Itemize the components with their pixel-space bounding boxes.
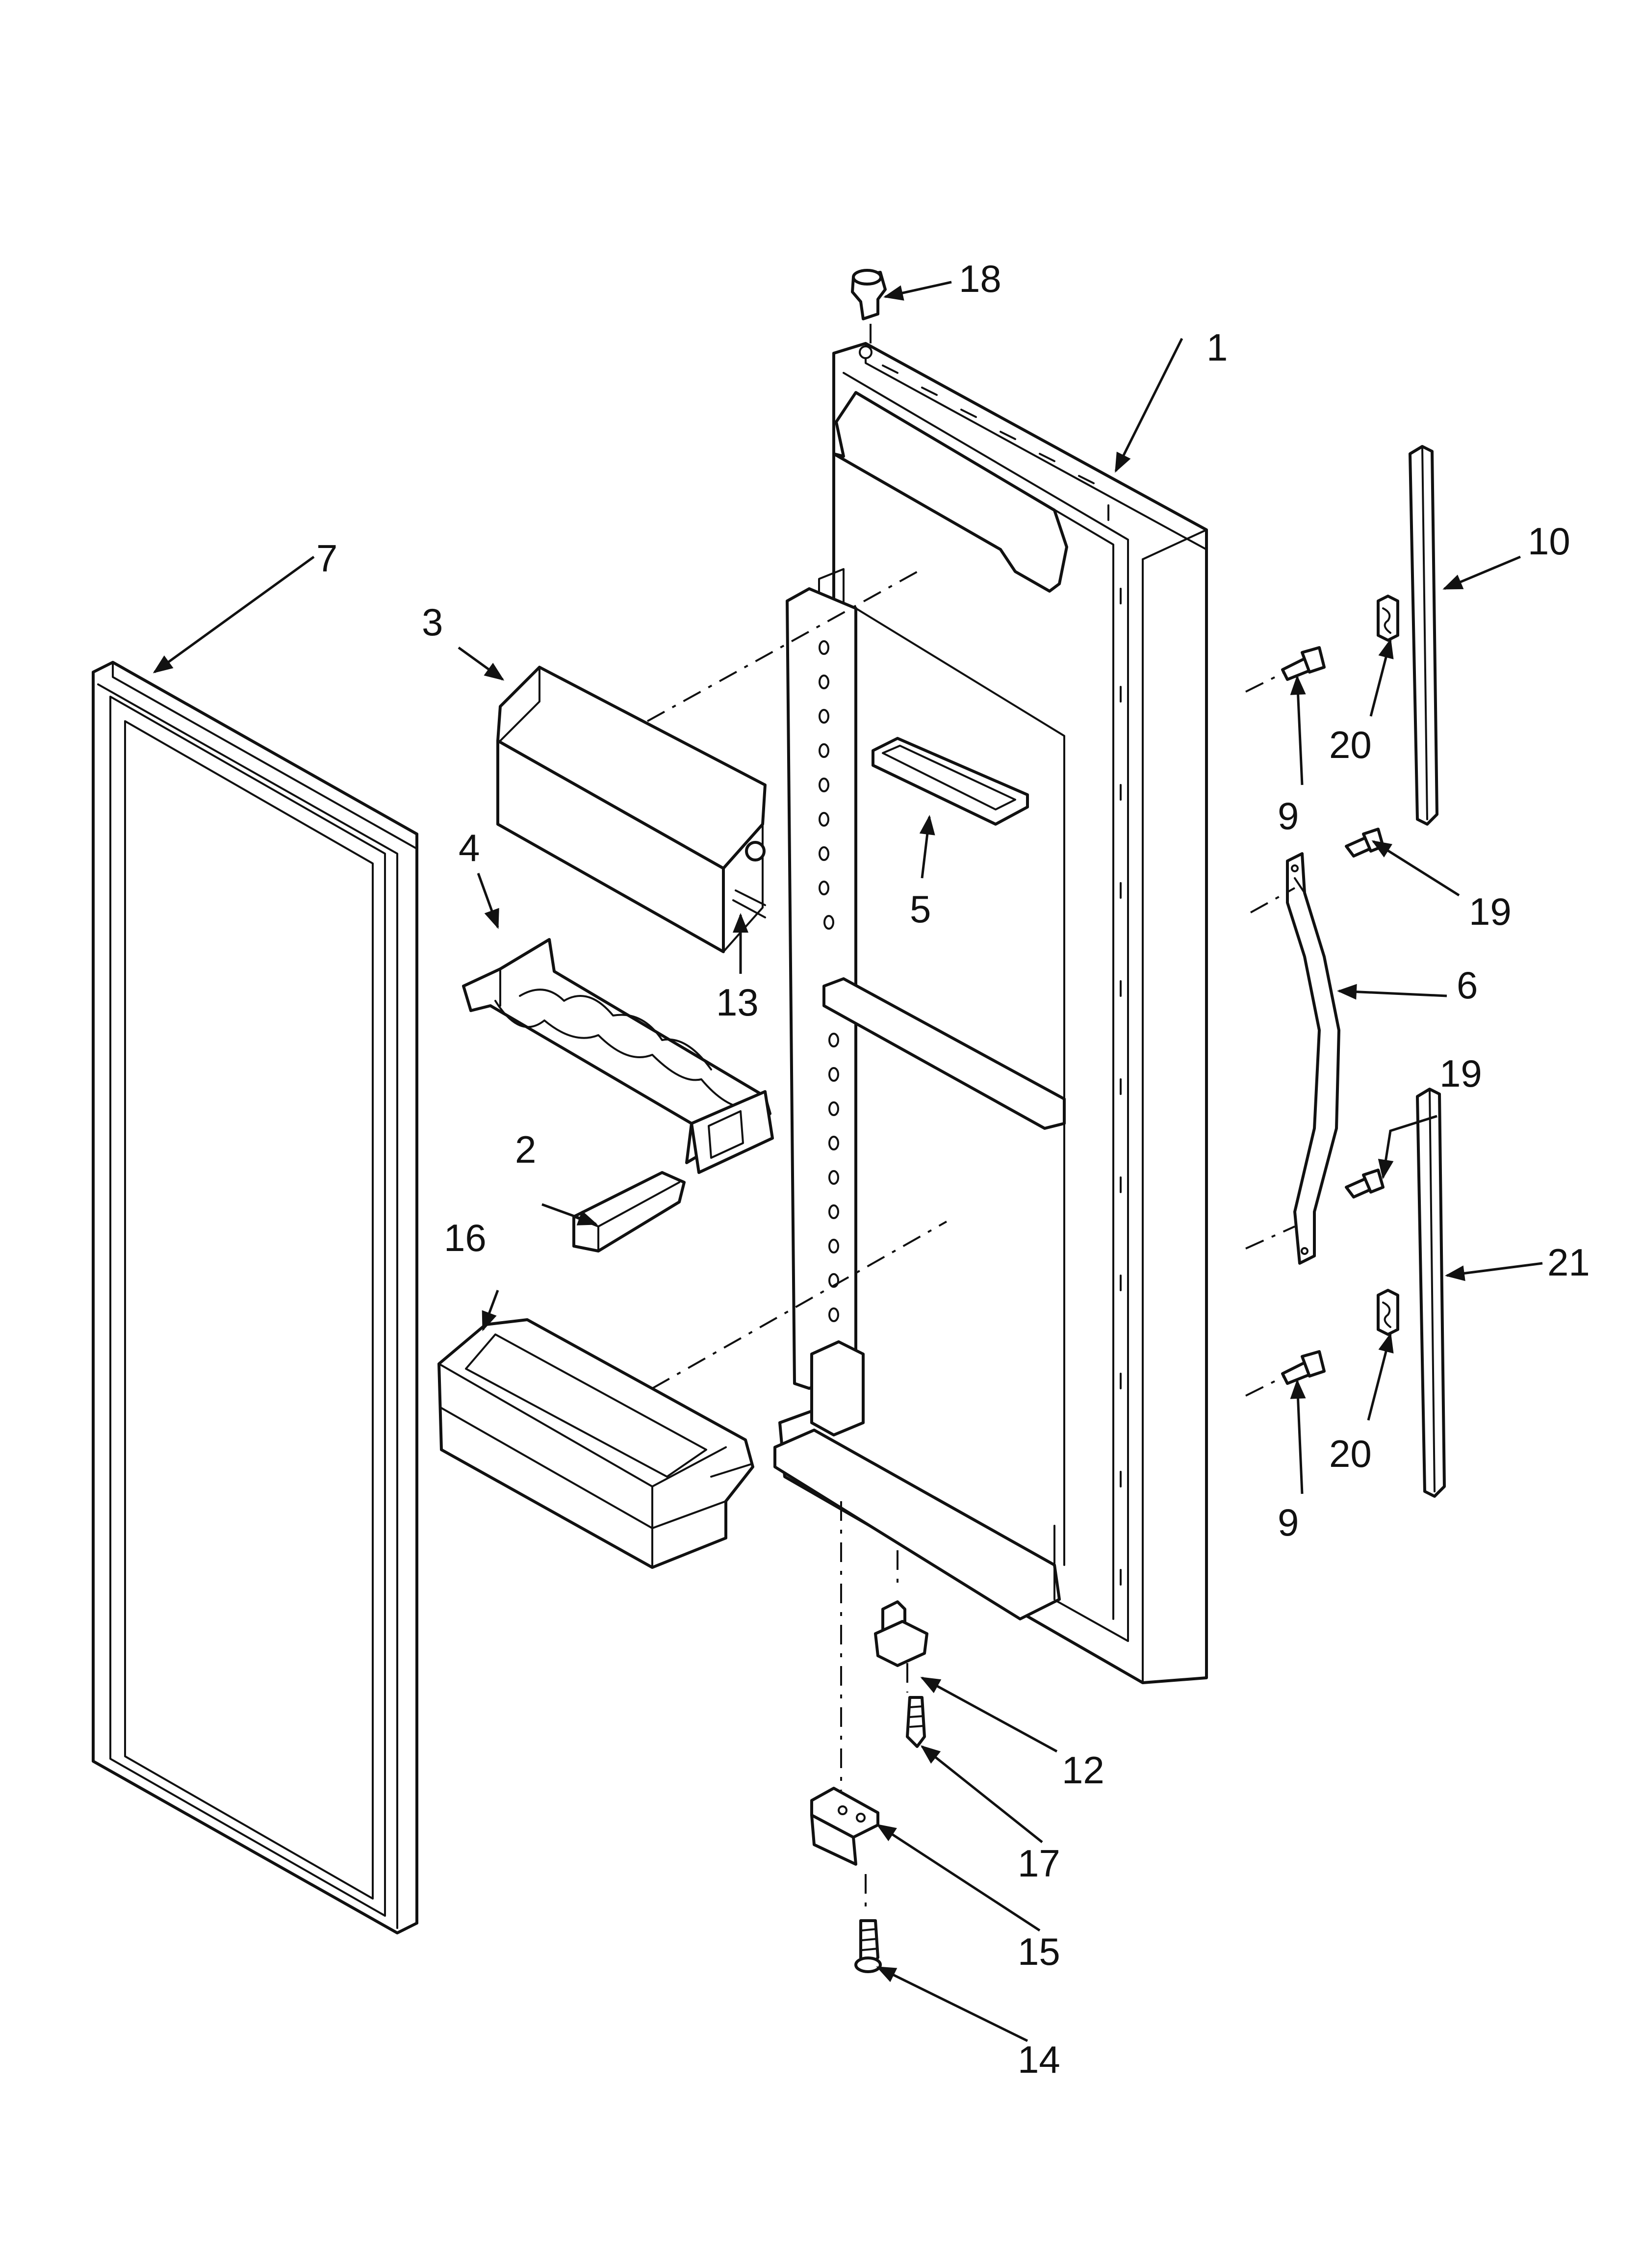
handle-screw-upper bbox=[1345, 828, 1385, 858]
callout-6: 6 bbox=[1457, 964, 1478, 1007]
callout-16: 16 bbox=[444, 1216, 487, 1259]
callout-9-lower: 9 bbox=[1278, 1501, 1299, 1544]
callout-20-upper: 20 bbox=[1329, 723, 1372, 766]
callout-14: 14 bbox=[1018, 2038, 1060, 2081]
callout-17: 17 bbox=[1018, 1842, 1060, 1885]
callout-10: 10 bbox=[1528, 520, 1570, 563]
shelf-retainer-clip bbox=[572, 1171, 686, 1252]
callout-1: 1 bbox=[1206, 326, 1228, 369]
door-handle bbox=[1245, 852, 1340, 1265]
handle-screw-lower bbox=[1345, 1169, 1385, 1199]
callout-9-upper: 9 bbox=[1278, 794, 1299, 837]
callout-leaders bbox=[153, 281, 1543, 2042]
bracket-screw bbox=[854, 1919, 882, 1973]
egg-tray bbox=[462, 938, 774, 1174]
callout-19-upper: 19 bbox=[1469, 890, 1512, 933]
callout-20-lower: 20 bbox=[1329, 1432, 1372, 1475]
upper-door-trim bbox=[1409, 445, 1438, 826]
hinge-bracket bbox=[810, 1501, 879, 1913]
liner-adjust-holes bbox=[819, 640, 839, 1322]
callout-19-lower: 19 bbox=[1439, 1052, 1482, 1095]
callout-21: 21 bbox=[1547, 1241, 1590, 1284]
bottom-hinge-pin bbox=[874, 1550, 928, 1693]
trim-screw-lower bbox=[1245, 1350, 1326, 1397]
callout-4: 4 bbox=[459, 826, 480, 869]
callout-12: 12 bbox=[1062, 1748, 1104, 1792]
trim-clip-lower bbox=[1377, 1289, 1399, 1336]
door-utility-bin bbox=[872, 737, 1029, 826]
callout-13: 13 bbox=[716, 981, 759, 1024]
door-top-plug bbox=[851, 269, 887, 359]
hinge-screw bbox=[906, 1696, 926, 1748]
lower-door-trim bbox=[1416, 1088, 1446, 1498]
callout-18: 18 bbox=[959, 257, 1001, 300]
door-outer-panel bbox=[773, 342, 1208, 1684]
callout-labels: 1 7 3 4 13 5 18 10 20 9 19 6 19 21 20 9 … bbox=[316, 257, 1590, 2081]
bin-assembly-line bbox=[652, 1221, 947, 1389]
callout-7: 7 bbox=[316, 537, 337, 580]
callout-5: 5 bbox=[910, 887, 931, 931]
callout-15: 15 bbox=[1018, 1930, 1060, 1973]
door-bin bbox=[437, 1318, 754, 1569]
callout-3: 3 bbox=[422, 600, 443, 644]
trim-clip-upper bbox=[1377, 595, 1399, 642]
callout-2: 2 bbox=[515, 1128, 536, 1171]
dairy-assembly-line bbox=[647, 568, 923, 722]
trim-screw-upper bbox=[1245, 646, 1326, 693]
door-gasket bbox=[92, 661, 418, 1934]
dairy-compartment bbox=[496, 666, 767, 953]
